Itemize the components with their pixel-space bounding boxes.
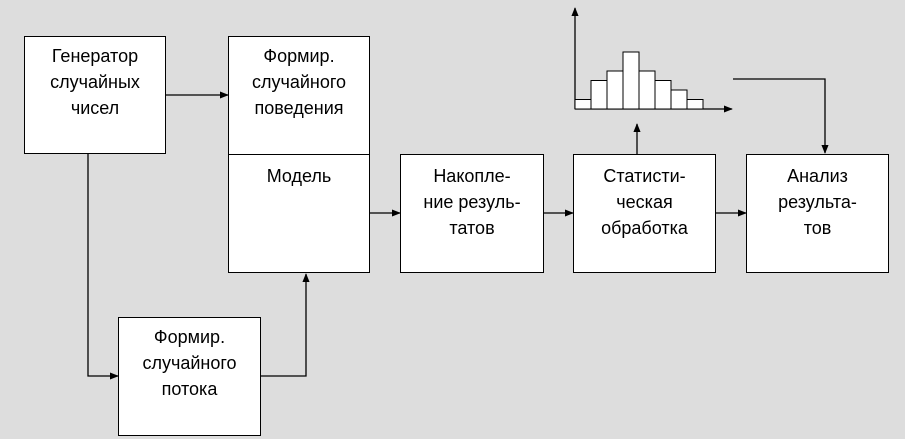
model-label: Модель (229, 163, 369, 189)
analysis-box: Анализ результа- тов (746, 154, 889, 273)
label-line: Накопле- (433, 166, 511, 186)
statistics-label: Статисти- ческая обработка (574, 163, 715, 241)
label-line: случайного (251, 72, 347, 92)
accumulate-box: Накопле- ние резуль- татов (400, 154, 544, 273)
histogram-bar (606, 70, 624, 110)
histogram-bar (574, 99, 592, 110)
label-line: случайного (142, 353, 237, 373)
label-line: Формир. (153, 327, 226, 347)
histogram-bar (686, 99, 704, 110)
label-line: поведения (254, 98, 344, 118)
label-line: результа- (778, 192, 857, 212)
histogram-bar (590, 80, 608, 110)
label-line: чисел (70, 98, 120, 118)
behavior-label: Формир. случайного поведения (229, 43, 369, 121)
generator-label: Генератор случайных чисел (25, 43, 165, 121)
label-line: обработка (601, 218, 688, 238)
label-line: Формир. (263, 46, 335, 66)
arrow-flow-to-model (261, 273, 310, 377)
label-line: случайных (50, 72, 140, 92)
label-line: Статисти- (603, 166, 686, 186)
label-line: Модель (266, 166, 332, 186)
arrow-generator-to-flow (87, 154, 119, 380)
generator-box: Генератор случайных чисел (24, 36, 166, 154)
histogram-bar (622, 51, 640, 110)
flow-box: Формир. случайного потока (118, 317, 261, 436)
label-line: тов (803, 218, 832, 238)
label-line: Генератор (51, 46, 139, 66)
behavior-box: Формир. случайного поведения (228, 36, 370, 155)
histogram-bar (654, 80, 672, 110)
label-line: татов (449, 218, 495, 238)
label-line: потока (161, 379, 218, 399)
label-line: Анализ (787, 166, 848, 186)
analysis-label: Анализ результа- тов (747, 163, 888, 241)
histogram-bar (670, 89, 688, 110)
arrow-histogram-to-analysis (733, 78, 829, 154)
histogram-bar (638, 70, 656, 110)
label-line: ние резуль- (423, 192, 521, 212)
model-box: Модель (228, 154, 370, 273)
flow-label: Формир. случайного потока (119, 324, 260, 402)
label-line: ческая (616, 192, 673, 212)
statistics-box: Статисти- ческая обработка (573, 154, 716, 273)
histogram-bars (574, 51, 704, 110)
accumulate-label: Накопле- ние резуль- татов (401, 163, 543, 241)
